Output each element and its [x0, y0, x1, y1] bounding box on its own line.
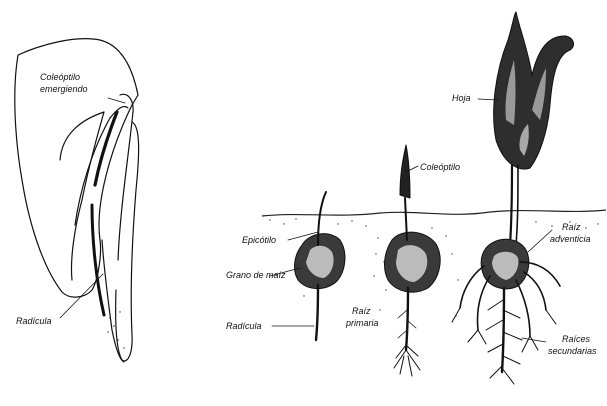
label-grano-de-maiz: Grano de maíz	[226, 270, 286, 280]
coleoptile-mid	[400, 145, 410, 198]
label-hoja: Hoja	[452, 93, 471, 103]
label-epicotilo: Epicótilo	[242, 235, 276, 245]
label-radicula-left: Radícula	[16, 316, 52, 326]
label-coleoptilo: Coleóptilo	[420, 162, 460, 172]
label-raices-secundarias-1: Raíces	[562, 334, 591, 344]
scutellum-curve	[60, 112, 104, 280]
label-radicula-mid: Radícula	[226, 321, 262, 331]
seedling-mature	[452, 12, 573, 384]
leader-coleoptilo-emergiendo	[108, 98, 125, 103]
label-raiz-adventicia-2: adventicia	[550, 234, 591, 244]
label-raiz-primaria-1: Raíz	[352, 306, 371, 316]
primary-root	[406, 288, 408, 350]
label-raiz-adventicia-1: Raíz	[562, 222, 581, 232]
label-coleoptilo-emergiendo-2: emergiendo	[40, 84, 88, 94]
soil-line	[262, 210, 606, 216]
radicle-early	[316, 285, 318, 340]
label-coleoptilo-emergiendo-1: Coleóptilo	[40, 72, 80, 82]
leaf-blade	[494, 12, 574, 169]
seedling-mid	[385, 145, 441, 376]
leader-radicula-left	[60, 274, 103, 318]
label-raices-secundarias-2: secundarias	[548, 346, 597, 356]
radicle-strand	[92, 205, 104, 315]
label-raiz-primaria-2: primaria	[345, 318, 379, 328]
stem	[510, 165, 512, 245]
